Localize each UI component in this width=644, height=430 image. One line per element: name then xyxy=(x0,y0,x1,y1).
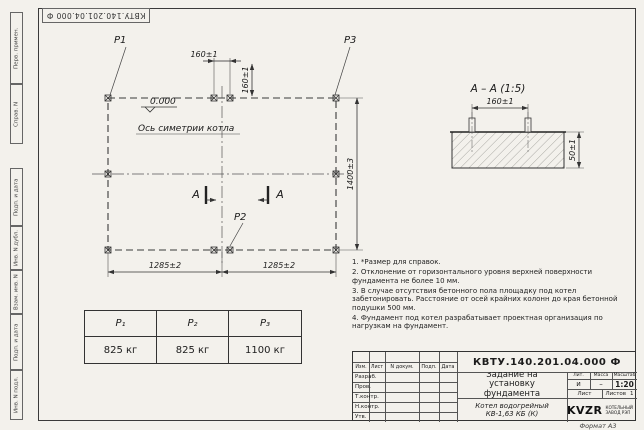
dim-text-160-section: 160±1 xyxy=(486,97,513,106)
load-label-p3: P3 xyxy=(344,35,356,46)
load-table-header-p2: Р₂ xyxy=(157,311,229,337)
load-table: Р₁ Р₂ Р₃ 825 кг 825 кг 1100 кг xyxy=(84,310,302,364)
dim-text-1400: 1400±3 xyxy=(346,158,355,190)
title-block-designation: КВТУ.140.201.04.000 Ф xyxy=(472,356,622,368)
section-cut-marks xyxy=(204,186,270,204)
mass-value: – xyxy=(599,380,603,388)
role-nkontr: Н.контр. xyxy=(355,404,380,410)
kvzr-logo: KVZR xyxy=(567,403,603,417)
load-table-value-p1: 825 кг xyxy=(85,337,157,363)
col-header-list: Лист xyxy=(370,364,384,370)
notes-block: 1. *Размер для справок. 2. Отклонение от… xyxy=(352,258,630,332)
dim-text-160-v: 160±1 xyxy=(241,66,250,93)
role-prov: Пров. xyxy=(355,384,371,390)
section-title: А – А (1:5) xyxy=(470,83,526,95)
dim-160-top-horizontal xyxy=(203,58,241,94)
load-label-p2: P2 xyxy=(234,212,246,223)
plan-view xyxy=(92,46,363,277)
load-table-header-p1: Р₁ xyxy=(85,311,157,337)
drawing-frame xyxy=(38,8,636,421)
col-header-date: Дата xyxy=(441,364,455,370)
format-note: Формат А3 xyxy=(579,422,617,430)
scale-value: 1:20 xyxy=(615,379,634,389)
col-header-doc: N докум. xyxy=(390,364,414,370)
elevation-mark xyxy=(141,106,177,113)
load-leaders xyxy=(109,46,351,247)
note-1: 1. *Размер для справок. xyxy=(352,258,441,266)
col-header-izm: Изм. xyxy=(355,364,367,370)
note-2: 2. Отклонение от горизонтального уровня … xyxy=(352,268,593,285)
load-table-header-p3: Р₃ xyxy=(229,311,301,337)
dim-text-160-h: 160±1 xyxy=(190,50,217,59)
company-name: КОТЕЛЬНЫЙ ЗАВОД РЭП xyxy=(605,404,633,415)
section-letter-right: А xyxy=(275,188,284,201)
dim-text-50-section: 50±1 xyxy=(568,139,577,161)
mass-header: Масса xyxy=(593,373,609,378)
dim-text-1285-right: 1285±2 xyxy=(263,261,295,270)
dim-1285-bottom xyxy=(107,252,337,277)
product-name: Котел водогрейный КВ-1,63 КБ (К) xyxy=(475,401,549,418)
concrete-block xyxy=(451,131,565,169)
role-utv: Утв. xyxy=(355,414,367,420)
sheets-value: 1 xyxy=(630,390,634,397)
title-block: КВТУ.140.201.04.000 Ф Изм. Лист N докум.… xyxy=(352,351,637,422)
lit-value: и xyxy=(576,380,581,388)
dim-text-1285-left: 1285±2 xyxy=(149,261,181,270)
load-label-p1: P1 xyxy=(114,35,126,46)
note-4: 4. Фундамент под котел разрабатывает про… xyxy=(352,313,603,331)
document-title: Задание на установку фундамента xyxy=(483,372,541,398)
dim-160-section xyxy=(471,104,529,118)
scale-header: Масштаб xyxy=(613,373,636,378)
role-tkontr: Т.контр. xyxy=(355,394,379,400)
col-header-sign: Подп. xyxy=(421,364,437,370)
elevation-value: 0.000 xyxy=(150,97,176,107)
sheets-label: Листов xyxy=(605,390,627,397)
company-logo-cell: KVZR КОТЕЛЬНЫЙ ЗАВОД РЭП xyxy=(567,398,637,422)
axis-label: Ось симетрии котла xyxy=(138,124,234,134)
section-view xyxy=(450,104,584,169)
load-table-value-p3: 1100 кг xyxy=(245,344,285,356)
role-razrab: Разраб. xyxy=(355,374,377,380)
sheet-label: Лист xyxy=(577,390,592,397)
load-table-value-p2: 825 кг xyxy=(157,337,229,363)
sheets-cell: Листов 1 xyxy=(602,389,637,398)
dim-50-section xyxy=(566,131,584,169)
lit-header: Лит. xyxy=(573,373,584,378)
dim-1400-right xyxy=(338,97,363,251)
note-3: 3. В случае отсутствия бетонного пола пл… xyxy=(352,286,618,312)
section-letter-left: А xyxy=(191,188,200,201)
